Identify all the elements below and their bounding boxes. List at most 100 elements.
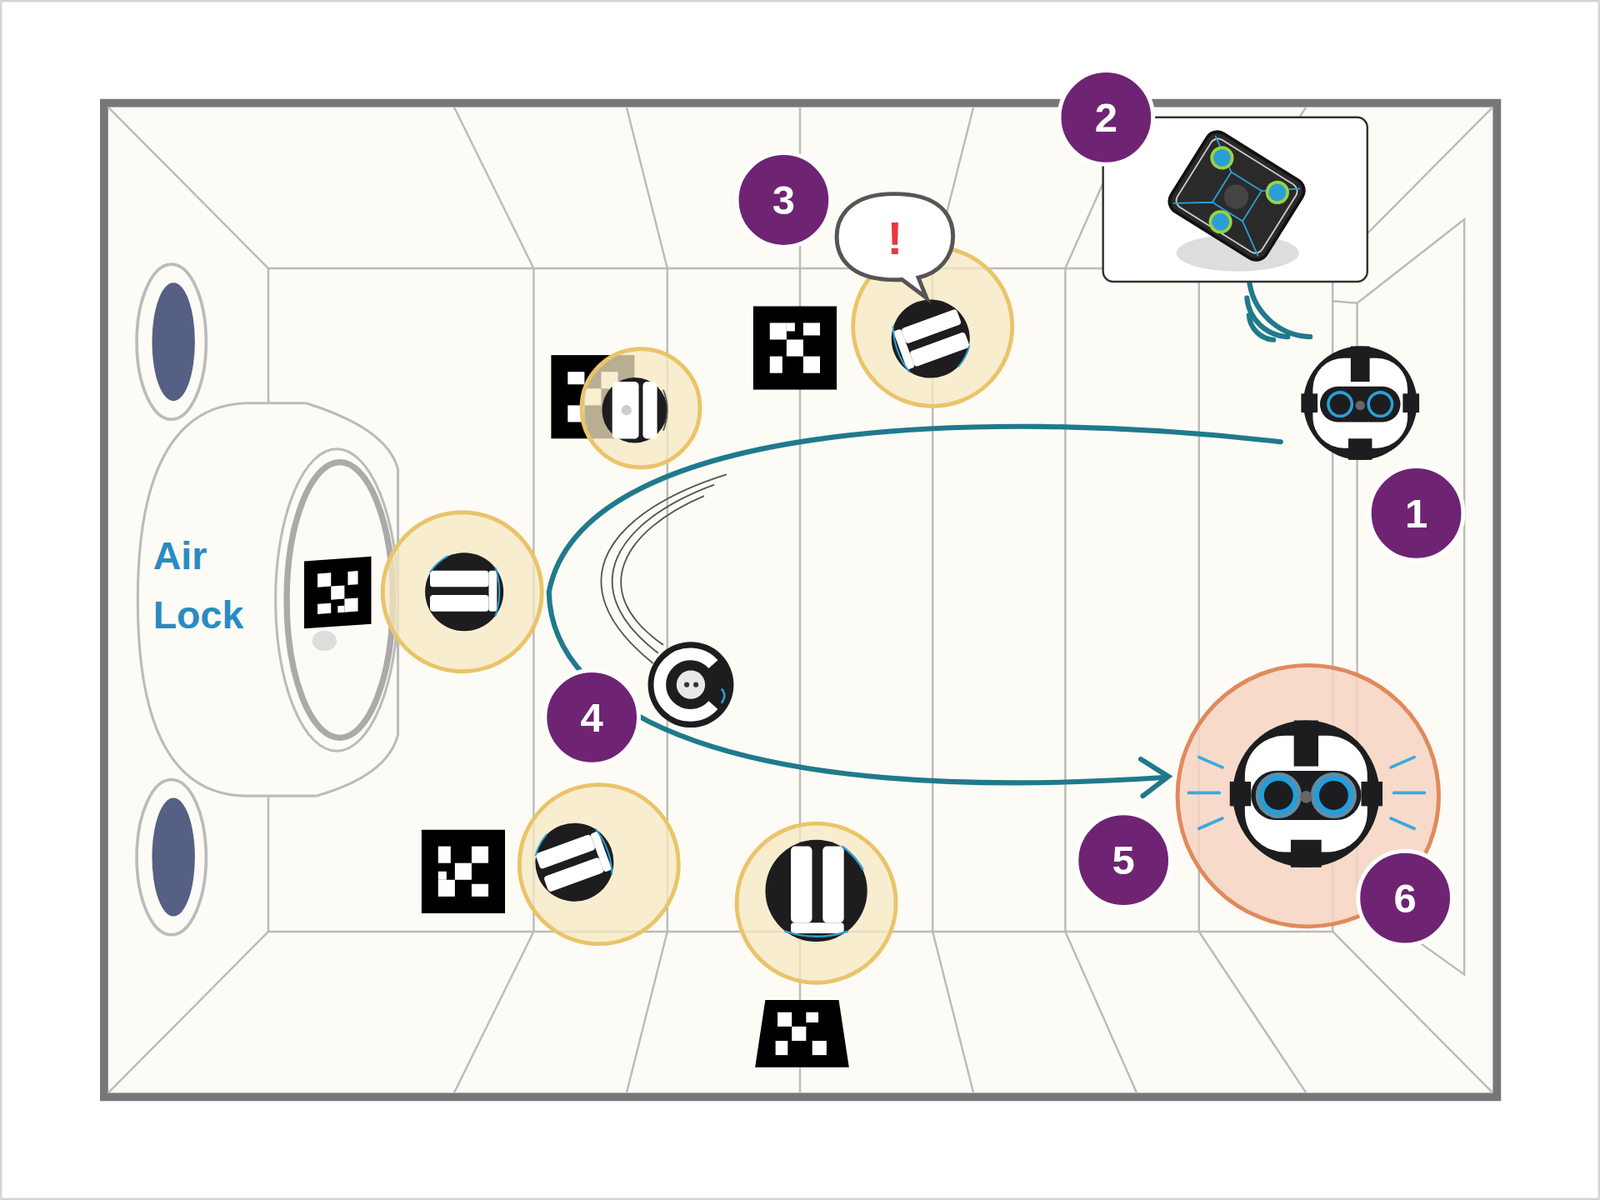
fiducial-markers-part — [304, 556, 372, 629]
airlock-hatch-part — [312, 630, 337, 651]
robot-halos-part — [581, 349, 700, 468]
active-robot-part — [1394, 791, 1425, 795]
callout-circles-part — [1059, 70, 1154, 165]
dock-inset-part — [1263, 178, 1292, 207]
motion-lines-part — [612, 485, 715, 654]
dock-inset-part — [1165, 127, 1310, 265]
free-flyer-robots-part — [693, 682, 699, 688]
motion-lines-part — [620, 495, 705, 645]
motion-lines — [600, 474, 726, 664]
dock-inset-part — [1165, 127, 1310, 265]
module-walls-part — [626, 107, 668, 269]
free-flyer-robots-part — [660, 654, 714, 715]
dock-inset-part — [1206, 207, 1235, 236]
callout-number: 2 — [1065, 76, 1147, 159]
windows-part — [136, 780, 206, 935]
active-robot-part — [1189, 791, 1220, 795]
callout-circles-part — [545, 670, 640, 765]
callout-number: 4 — [550, 676, 633, 759]
fiducial-markers-part — [791, 1026, 806, 1041]
module-walls-part — [108, 107, 269, 269]
callout-number: 5 — [1082, 819, 1165, 901]
free-flyer-robots-part — [601, 377, 667, 443]
fiducial-markers-part — [755, 1000, 850, 1068]
dock-inset-part — [1173, 135, 1300, 257]
module-walls-part — [108, 931, 269, 1093]
free-flyer-robots-part — [676, 670, 705, 699]
page-frame-part — [104, 103, 1497, 1098]
free-flyer-robots-part — [663, 390, 668, 431]
fiducial-markers-part — [753, 305, 837, 390]
free-flyer-robots-part — [1300, 345, 1420, 460]
module-walls-part — [1332, 300, 1357, 303]
windows-part — [136, 264, 206, 420]
robot-halos-part — [382, 512, 542, 672]
free-flyer-robots-part — [880, 288, 981, 390]
callout-number: 1 — [1375, 472, 1458, 555]
airlock-hatch-part — [275, 449, 399, 751]
airlock-hatch — [137, 403, 398, 796]
airlock-hatch-part — [286, 462, 393, 739]
speech-bubble-part — [836, 194, 954, 299]
callout-circles — [545, 70, 1464, 945]
speech-bubble — [836, 194, 954, 299]
windows-part — [151, 282, 195, 401]
flight-path-part — [1140, 759, 1169, 796]
flight-path-part — [549, 426, 1281, 784]
wireless-signal-part — [1249, 277, 1310, 337]
fiducial-markers-part — [777, 1012, 792, 1027]
fiducial-markers-part — [805, 1012, 819, 1023]
fiducial-markers-part — [775, 1040, 789, 1055]
module-walls-part — [626, 931, 668, 1093]
alert-mark: ! — [864, 201, 925, 274]
active-robot-part — [1390, 818, 1415, 829]
module-walls-part — [1357, 219, 1465, 975]
free-flyer-robots-part — [648, 641, 735, 728]
motion-lines-part — [600, 474, 726, 664]
free-flyer-robots-part — [612, 381, 640, 440]
callout-circles-part — [1369, 466, 1464, 561]
free-flyer-robots-part — [524, 811, 625, 913]
module-walls-part — [1199, 931, 1307, 1093]
module-walls-part — [1065, 931, 1137, 1093]
active-robot-part — [1230, 720, 1384, 867]
robot-halos — [382, 246, 1013, 983]
callout-number: 6 — [1364, 857, 1446, 940]
active-robot-part — [1199, 757, 1223, 768]
callout-circles-part — [1076, 813, 1171, 908]
fiducial-markers-part — [421, 830, 505, 914]
dock-inset-part — [1219, 180, 1253, 214]
fiducial-markers-part — [755, 1000, 850, 1068]
active-robot-part — [1199, 818, 1223, 829]
free-flyer-robots-part — [765, 840, 867, 942]
free-flyer-robots-part — [648, 641, 735, 728]
module-walls-part — [454, 107, 535, 269]
fiducial-markers-part — [304, 556, 372, 629]
free-flyer-robots-part — [425, 552, 504, 631]
free-flyer-robots-part — [601, 377, 667, 443]
free-flyer-robots-part — [721, 689, 725, 704]
module-walls-part — [932, 931, 974, 1093]
module-walls-part — [1332, 931, 1493, 1093]
dock-inset-part — [1208, 144, 1237, 173]
free-flyer-robots-part — [621, 405, 632, 415]
free-flyer-robots — [425, 288, 1420, 942]
robot-halos-part — [736, 823, 896, 983]
active-robot-part — [1189, 757, 1425, 830]
active-robot-part — [1390, 757, 1415, 768]
robot-halos-part — [519, 785, 679, 945]
dock-inset-part — [1173, 135, 1300, 257]
free-flyer-robots-part — [642, 381, 657, 440]
module-walls-part — [454, 931, 535, 1093]
fiducial-markers-part — [812, 1040, 827, 1055]
callout-circles-part — [736, 153, 831, 248]
part-name: Air Lock — [153, 522, 276, 650]
module-walls — [108, 107, 1494, 1094]
callout-circles-part — [1358, 850, 1453, 945]
windows-part — [151, 798, 195, 917]
callout-number: 3 — [742, 159, 825, 241]
